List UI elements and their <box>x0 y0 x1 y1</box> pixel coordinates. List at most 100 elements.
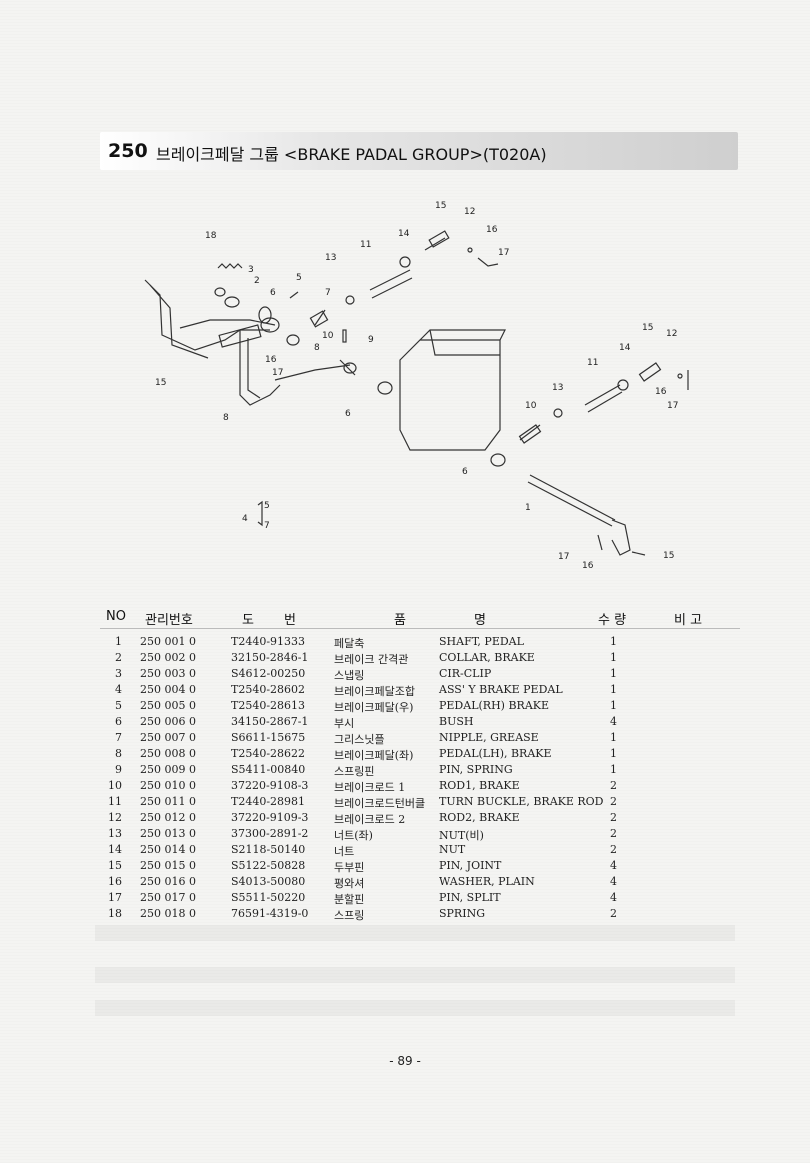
cell-no: 1 <box>115 635 122 648</box>
cell-no: 17 <box>108 891 122 904</box>
svg-text:17: 17 <box>667 401 678 411</box>
cell-name: NUT <box>439 843 466 856</box>
cell-part-no: 76591-4319-0 <box>231 907 309 920</box>
svg-text:6: 6 <box>270 288 276 298</box>
svg-text:15: 15 <box>435 201 446 211</box>
svg-text:16: 16 <box>655 387 667 397</box>
cell-qty: 1 <box>610 747 617 760</box>
cell-code: 250 006 0 <box>140 715 196 728</box>
svg-text:13: 13 <box>325 253 336 263</box>
svg-text:16: 16 <box>582 561 594 571</box>
svg-text:13: 13 <box>552 383 563 393</box>
section-title-bar: 250 브레이크페달 그룹 <BRAKE PADAL GROUP>(T020A) <box>100 132 738 170</box>
svg-text:12: 12 <box>464 207 475 217</box>
cell-part-no: T2540-28613 <box>231 699 306 712</box>
section-number: 250 <box>108 140 148 162</box>
cell-qty: 1 <box>610 667 617 680</box>
turn-buckle-upper <box>369 269 411 291</box>
cell-part-no: S4013-50080 <box>231 875 306 888</box>
svg-text:17: 17 <box>272 368 283 378</box>
cell-part-no: S5511-50220 <box>231 891 306 904</box>
header-part-no-1: 도 <box>242 613 254 628</box>
svg-text:3: 3 <box>248 265 254 275</box>
svg-text:8: 8 <box>223 413 229 423</box>
cell-code: 250 014 0 <box>140 843 196 856</box>
scan-artifact-bands <box>95 925 735 1025</box>
cell-no: 3 <box>115 667 122 680</box>
cell-code: 250 012 0 <box>140 811 196 824</box>
svg-text:4: 4 <box>242 514 248 524</box>
cell-no: 7 <box>115 731 122 744</box>
cell-part-no: T2540-28622 <box>231 747 306 760</box>
cell-qty: 1 <box>610 731 617 744</box>
svg-text:16: 16 <box>265 355 277 365</box>
svg-text:14: 14 <box>398 229 410 239</box>
cell-name: PIN, SPLIT <box>439 891 501 904</box>
cell-qty: 2 <box>610 795 617 808</box>
cell-no: 6 <box>115 715 122 728</box>
cell-no: 18 <box>108 907 122 920</box>
section-title: 브레이크페달 그룹 <BRAKE PADAL GROUP>(T020A) <box>156 145 547 164</box>
cell-kor: 브레이크페달조합 <box>334 685 415 698</box>
cell-qty: 4 <box>610 891 617 904</box>
cell-no: 10 <box>108 779 122 792</box>
cell-part-no: 37220-9108-3 <box>231 779 309 792</box>
header-remarks: 비 고 <box>674 613 703 628</box>
cell-qty: 2 <box>610 779 617 792</box>
cell-part-no: S6611-15675 <box>231 731 306 744</box>
cell-code: 250 001 0 <box>140 635 196 648</box>
cell-name: SPRING <box>439 907 485 920</box>
cell-code: 250 011 0 <box>140 795 196 808</box>
parts-table-header: NO 관리번호 도 번 품 명 수 량 비 고 <box>100 606 740 628</box>
cell-name: PIN, SPRING <box>439 763 513 776</box>
cell-kor: 브레이크 간격관 <box>334 653 409 666</box>
cell-name: BUSH <box>439 715 474 728</box>
cell-kor: 스냅링 <box>334 669 365 682</box>
header-code: 관리번호 <box>145 613 193 628</box>
svg-text:15: 15 <box>155 378 166 388</box>
cell-part-no: 37300-2891-2 <box>231 827 309 840</box>
svg-text:18: 18 <box>205 231 217 241</box>
svg-text:14: 14 <box>619 343 631 353</box>
cell-name: ROD1, BRAKE <box>439 779 520 792</box>
cell-no: 16 <box>108 875 122 888</box>
svg-text:5: 5 <box>296 273 302 283</box>
cell-code: 250 007 0 <box>140 731 196 744</box>
cell-code: 250 015 0 <box>140 859 196 872</box>
svg-text:17: 17 <box>558 552 569 562</box>
cell-kor: 브레이크로드턴버클 <box>334 797 426 810</box>
svg-text:15: 15 <box>642 323 653 333</box>
cell-qty: 1 <box>610 683 617 696</box>
cell-part-no: S2118-50140 <box>231 843 306 856</box>
cell-name: COLLAR, BRAKE <box>439 651 535 664</box>
cell-no: 12 <box>108 811 122 824</box>
cell-kor: 너트(좌) <box>334 829 373 842</box>
cell-name: ASS' Y BRAKE PEDAL <box>439 683 563 696</box>
cell-code: 250 010 0 <box>140 779 196 792</box>
header-part-no-2: 번 <box>284 613 296 628</box>
cell-no: 13 <box>108 827 122 840</box>
cell-name: SHAFT, PEDAL <box>439 635 524 648</box>
exploded-parts-diagram: 18 3 2 5 6 7 13 11 14 15 12 16 17 10 8 9… <box>100 180 740 590</box>
cell-qty: 4 <box>610 715 617 728</box>
cell-kor: 두부핀 <box>334 861 365 874</box>
page-number: - 89 - <box>389 1054 421 1068</box>
cell-qty: 1 <box>610 699 617 712</box>
cell-no: 5 <box>115 699 122 712</box>
svg-text:7: 7 <box>264 521 270 531</box>
cell-code: 250 009 0 <box>140 763 196 776</box>
cell-part-no: T2440-28981 <box>231 795 306 808</box>
header-qty: 수 량 <box>598 613 627 628</box>
cell-name: NIPPLE, GREASE <box>439 731 539 744</box>
